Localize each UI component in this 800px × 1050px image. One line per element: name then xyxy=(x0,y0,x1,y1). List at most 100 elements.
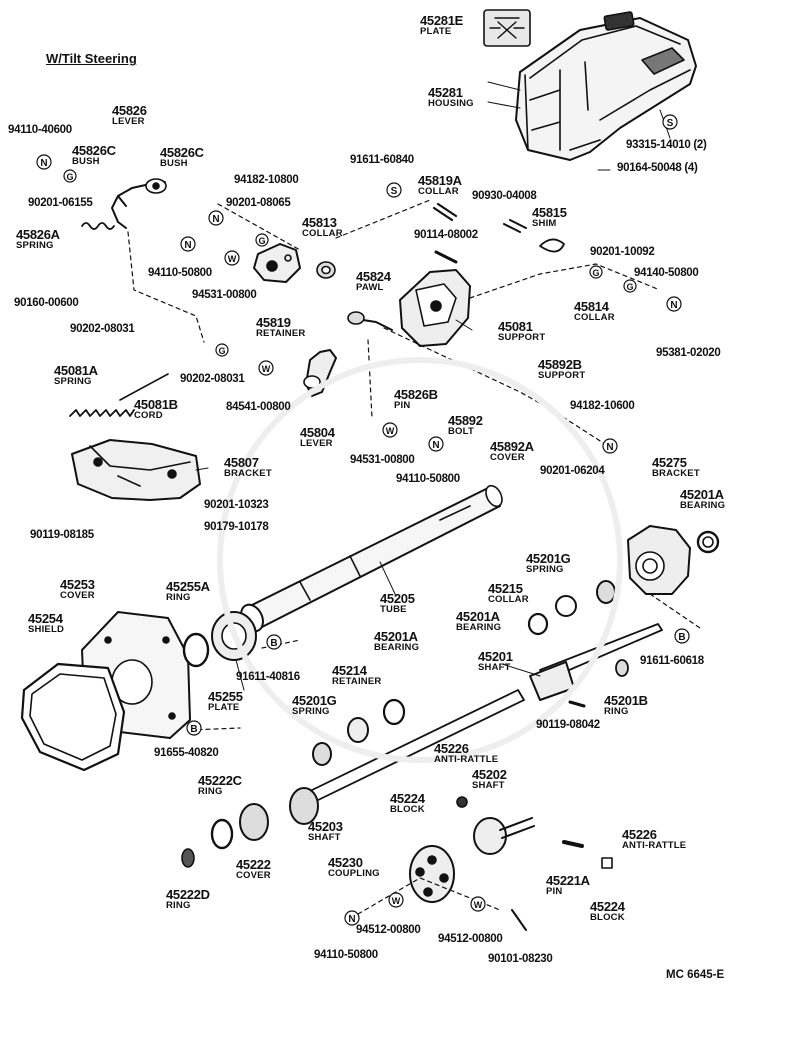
callout-94531-00800-b[interactable]: 94531-00800 xyxy=(350,454,415,466)
svg-text:S: S xyxy=(667,118,674,129)
callout-name: BEARING xyxy=(680,500,726,511)
callout-93315-14010[interactable]: 93315-14010 (2) xyxy=(626,139,707,151)
callout-number: 45826A xyxy=(16,227,60,242)
callout-90201-06155[interactable]: 90201-06155 xyxy=(28,197,93,209)
callout-name: ANTI-RATTLE xyxy=(622,840,687,851)
callout-90202-08031-b[interactable]: 90202-08031 xyxy=(180,373,245,385)
callout-94140-50800[interactable]: 94140-50800 xyxy=(634,267,699,279)
callout-94110-50800-a[interactable]: 94110-50800 xyxy=(148,267,212,279)
callout-91611-60618[interactable]: 91611-60618 xyxy=(640,655,704,667)
callout-94512-00800-a[interactable]: 94512-00800 xyxy=(356,924,421,936)
callout-number: 45892A xyxy=(490,439,534,454)
callout-number: 45804 xyxy=(300,425,335,440)
lever-45826-drawing xyxy=(111,178,167,229)
callout-90201-10092[interactable]: 90201-10092 xyxy=(590,246,655,258)
callout-90101-08230[interactable]: 90101-08230 xyxy=(488,953,553,965)
callout-90179-10178[interactable]: 90179-10178 xyxy=(204,521,269,533)
callout-94512-00800-b[interactable]: 94512-00800 xyxy=(438,933,503,945)
callout-94182-10600[interactable]: 94182-10600 xyxy=(570,400,635,412)
callout-90201-06204[interactable]: 90201-06204 xyxy=(540,465,605,477)
callout-number: 45819 xyxy=(256,315,291,330)
callout-91611-40816[interactable]: 91611-40816 xyxy=(236,671,300,683)
callout-number: 45081B xyxy=(134,397,178,412)
callout-95381-02020[interactable]: 95381-02020 xyxy=(656,347,721,359)
callout-90114-08002[interactable]: 90114-08002 xyxy=(414,229,478,241)
svg-text:N: N xyxy=(606,442,613,453)
callout-94531-00800-a[interactable]: 94531-00800 xyxy=(192,289,257,301)
callout-90202-08031-a[interactable]: 90202-08031 xyxy=(70,323,135,335)
coupling-45230-drawing xyxy=(409,845,455,903)
callout-name: HOUSING xyxy=(428,98,474,109)
marker-g-icon: G xyxy=(63,169,77,183)
retainer-45819-drawing xyxy=(253,243,301,283)
callout-91655-40820[interactable]: 91655-40820 xyxy=(154,747,219,759)
callout-90201-08065[interactable]: 90201-08065 xyxy=(226,197,291,209)
marker-b-icon: B xyxy=(266,634,282,650)
callout-90119-08185[interactable]: 90119-08185 xyxy=(30,529,94,541)
marker-w-icon: W xyxy=(224,250,240,266)
shaft-45203-drawing xyxy=(289,689,525,825)
callout-94110-40600[interactable]: 94110-40600 xyxy=(8,124,72,136)
callout-number: 45201A xyxy=(456,609,500,624)
callout-94110-50800-b[interactable]: 94110-50800 xyxy=(396,473,460,485)
callout-94182-10800[interactable]: 94182-10800 xyxy=(234,174,299,186)
callout-84541-00800[interactable]: 84541-00800 xyxy=(226,401,291,413)
callout-94110-50800-c[interactable]: 94110-50800 xyxy=(314,949,378,961)
callout-90160-00600[interactable]: 90160-00600 xyxy=(14,297,79,309)
callout-90164-50048[interactable]: 90164-50048 (4) xyxy=(617,162,698,174)
callout-91611-60840[interactable]: 91611-60840 xyxy=(350,154,414,166)
callout-90201-10323[interactable]: 90201-10323 xyxy=(204,499,269,511)
diagram-title: W/Tilt Steering xyxy=(46,51,137,66)
callout-90930-04008[interactable]: 90930-04008 xyxy=(472,190,537,202)
callout-name: BUSH xyxy=(160,158,188,169)
callout-90119-08042[interactable]: 90119-08042 xyxy=(536,719,600,731)
